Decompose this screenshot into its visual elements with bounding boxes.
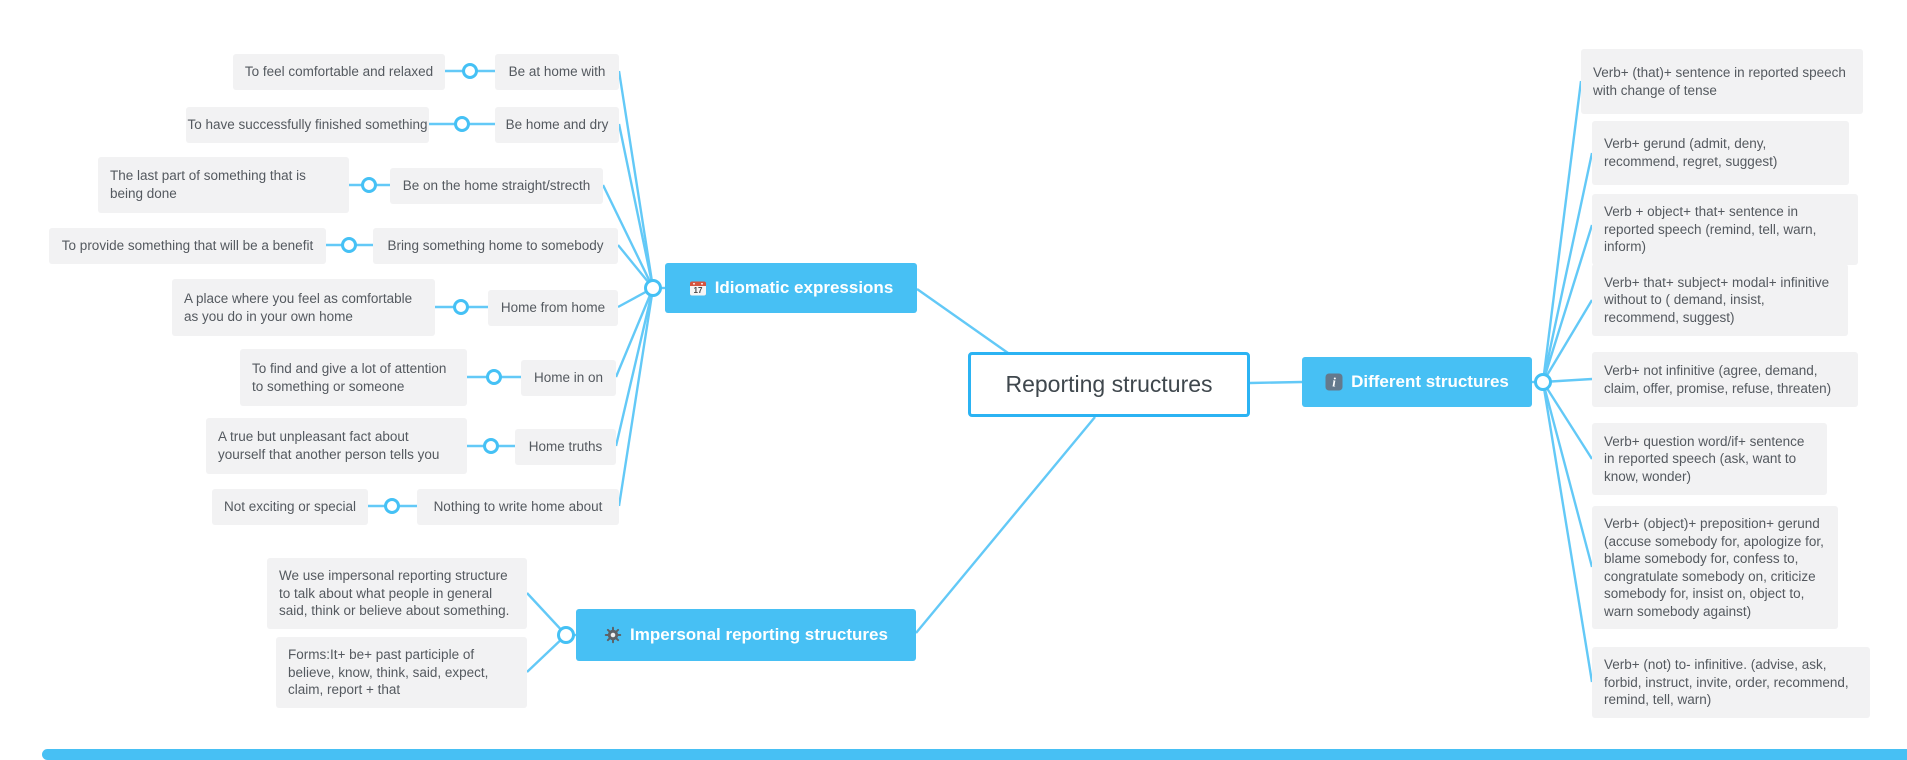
definition-leaf[interactable]: To provide something that will be a bene… [49,228,326,264]
branch-node-idiomatic-expressions[interactable]: 17 Idiomatic expressions [665,263,917,313]
leaf-text: A true but unpleasant fact about yoursel… [218,429,440,462]
info-icon: i [1325,373,1343,391]
connector-dot [453,299,469,315]
leaf-text: Verb+ gerund (admit, deny, recommend, re… [1604,136,1778,169]
leaf-text: Be on the home straight/strecth [402,178,591,193]
branch-node-impersonal-reporting-structures[interactable]: Impersonal reporting structures [576,609,916,661]
central-topic-title: Reporting structures [1005,371,1213,397]
connector-dot [462,63,478,79]
branch-title: Idiomatic expressions [714,278,894,297]
structure-leaf[interactable]: Verb+ (object)+ preposition+ gerund (acc… [1592,506,1838,630]
definition-leaf[interactable]: To have successfully finished something [186,107,429,143]
leaf-text: Be home and dry [505,117,609,132]
leaf-text: Verb+ question word/if+ sentence in repo… [1604,433,1805,484]
leaf-text: Home truths [528,439,603,454]
structure-leaf[interactable]: Verb+ (that)+ sentence in reported speec… [1581,49,1863,114]
leaf-text: Home from home [500,300,606,315]
leaf-text: To find and give a lot of attention to s… [252,360,447,394]
idiom-leaf[interactable]: Be at home with [495,54,619,90]
connector-dot [361,177,377,193]
structure-leaf[interactable]: Verb+ question word/if+ sentence in repo… [1592,423,1827,495]
definition-leaf[interactable]: To find and give a lot of attention to s… [240,349,467,406]
leaf-text: Verb + object+ that+ sentence in reporte… [1604,204,1817,255]
idiom-leaf[interactable]: Nothing to write home about [417,489,619,525]
definition-leaf[interactable]: A place where you feel as comfortable as… [172,279,435,336]
structure-leaf[interactable]: Verb+ not infinitive (agree, demand, cla… [1592,352,1858,407]
idiom-leaf[interactable]: Home truths [515,429,616,465]
leaf-text: Verb+ not infinitive (agree, demand, cla… [1604,362,1832,396]
connector-dot [483,438,499,454]
leaf-text: The last part of something that is being… [110,168,306,201]
leaf-text: To have successfully finished something [187,117,428,132]
idiom-leaf[interactable]: Be on the home straight/strecth [390,168,603,204]
central-topic[interactable]: Reporting structures [968,352,1250,417]
definition-leaf[interactable]: To feel comfortable and relaxed [233,54,445,90]
leaf-text: Be at home with [508,64,606,79]
idiom-leaf[interactable]: Bring something home to somebody [373,228,618,264]
branch-node-different-structures[interactable]: i Different structures [1302,357,1532,407]
idiomatic-hub-dot[interactable] [644,279,662,297]
leaf-text: Verb+ that+ subject+ modal+ infinitive w… [1604,274,1830,325]
leaf-text: Not exciting or special [223,499,357,514]
connector-dot [486,369,502,385]
idiom-leaf[interactable]: Home from home [488,290,618,326]
horizontal-scrollbar[interactable] [42,749,1907,760]
impersonal-hub-dot[interactable] [557,626,575,644]
different-hub-dot[interactable] [1534,373,1552,391]
structure-leaf[interactable]: Verb+ gerund (admit, deny, recommend, re… [1592,121,1849,185]
leaf-text: We use impersonal reporting structure to… [279,568,510,619]
connector-dot [384,498,400,514]
note-leaf[interactable]: We use impersonal reporting structure to… [267,558,527,629]
gear-icon [604,626,622,644]
leaf-text: Verb+ (that)+ sentence in reported speec… [1593,64,1846,98]
structure-leaf[interactable]: Verb+ (not) to- infinitive. (advise, ask… [1592,647,1870,718]
note-leaf[interactable]: Forms:It+ be+ past participle of believe… [276,637,527,708]
definition-leaf[interactable]: Not exciting or special [212,489,368,525]
structure-leaf[interactable]: Verb + object+ that+ sentence in reporte… [1592,194,1858,265]
connector-dot [454,116,470,132]
idiom-leaf[interactable]: Be home and dry [495,107,619,143]
leaf-text: Verb+ (not) to- infinitive. (advise, ask… [1604,657,1849,708]
leaf-text: Forms:It+ be+ past participle of believe… [288,647,489,698]
structure-leaf[interactable]: Verb+ that+ subject+ modal+ infinitive w… [1592,264,1848,336]
definition-leaf[interactable]: The last part of something that is being… [98,157,349,213]
leaf-text: To provide something that will be a bene… [61,238,314,253]
definition-leaf[interactable]: A true but unpleasant fact about yoursel… [206,418,467,474]
calendar-icon: 17 [689,281,706,296]
leaf-text: Bring something home to somebody [387,238,604,253]
leaf-text: Verb+ (object)+ preposition+ gerund (acc… [1604,516,1824,619]
leaf-text: Home in on [533,370,604,385]
leaf-text: To feel comfortable and relaxed [244,64,434,79]
connector-dot [341,237,357,253]
branch-title: Different structures [1351,372,1509,391]
branch-title: Impersonal reporting structures [630,625,888,644]
idiom-leaf[interactable]: Home in on [521,360,616,396]
leaf-text: A place where you feel as comfortable as… [184,290,413,324]
svg-text:i: i [1332,375,1336,390]
svg-text:17: 17 [693,286,702,295]
leaf-text: Nothing to write home about [433,499,603,514]
